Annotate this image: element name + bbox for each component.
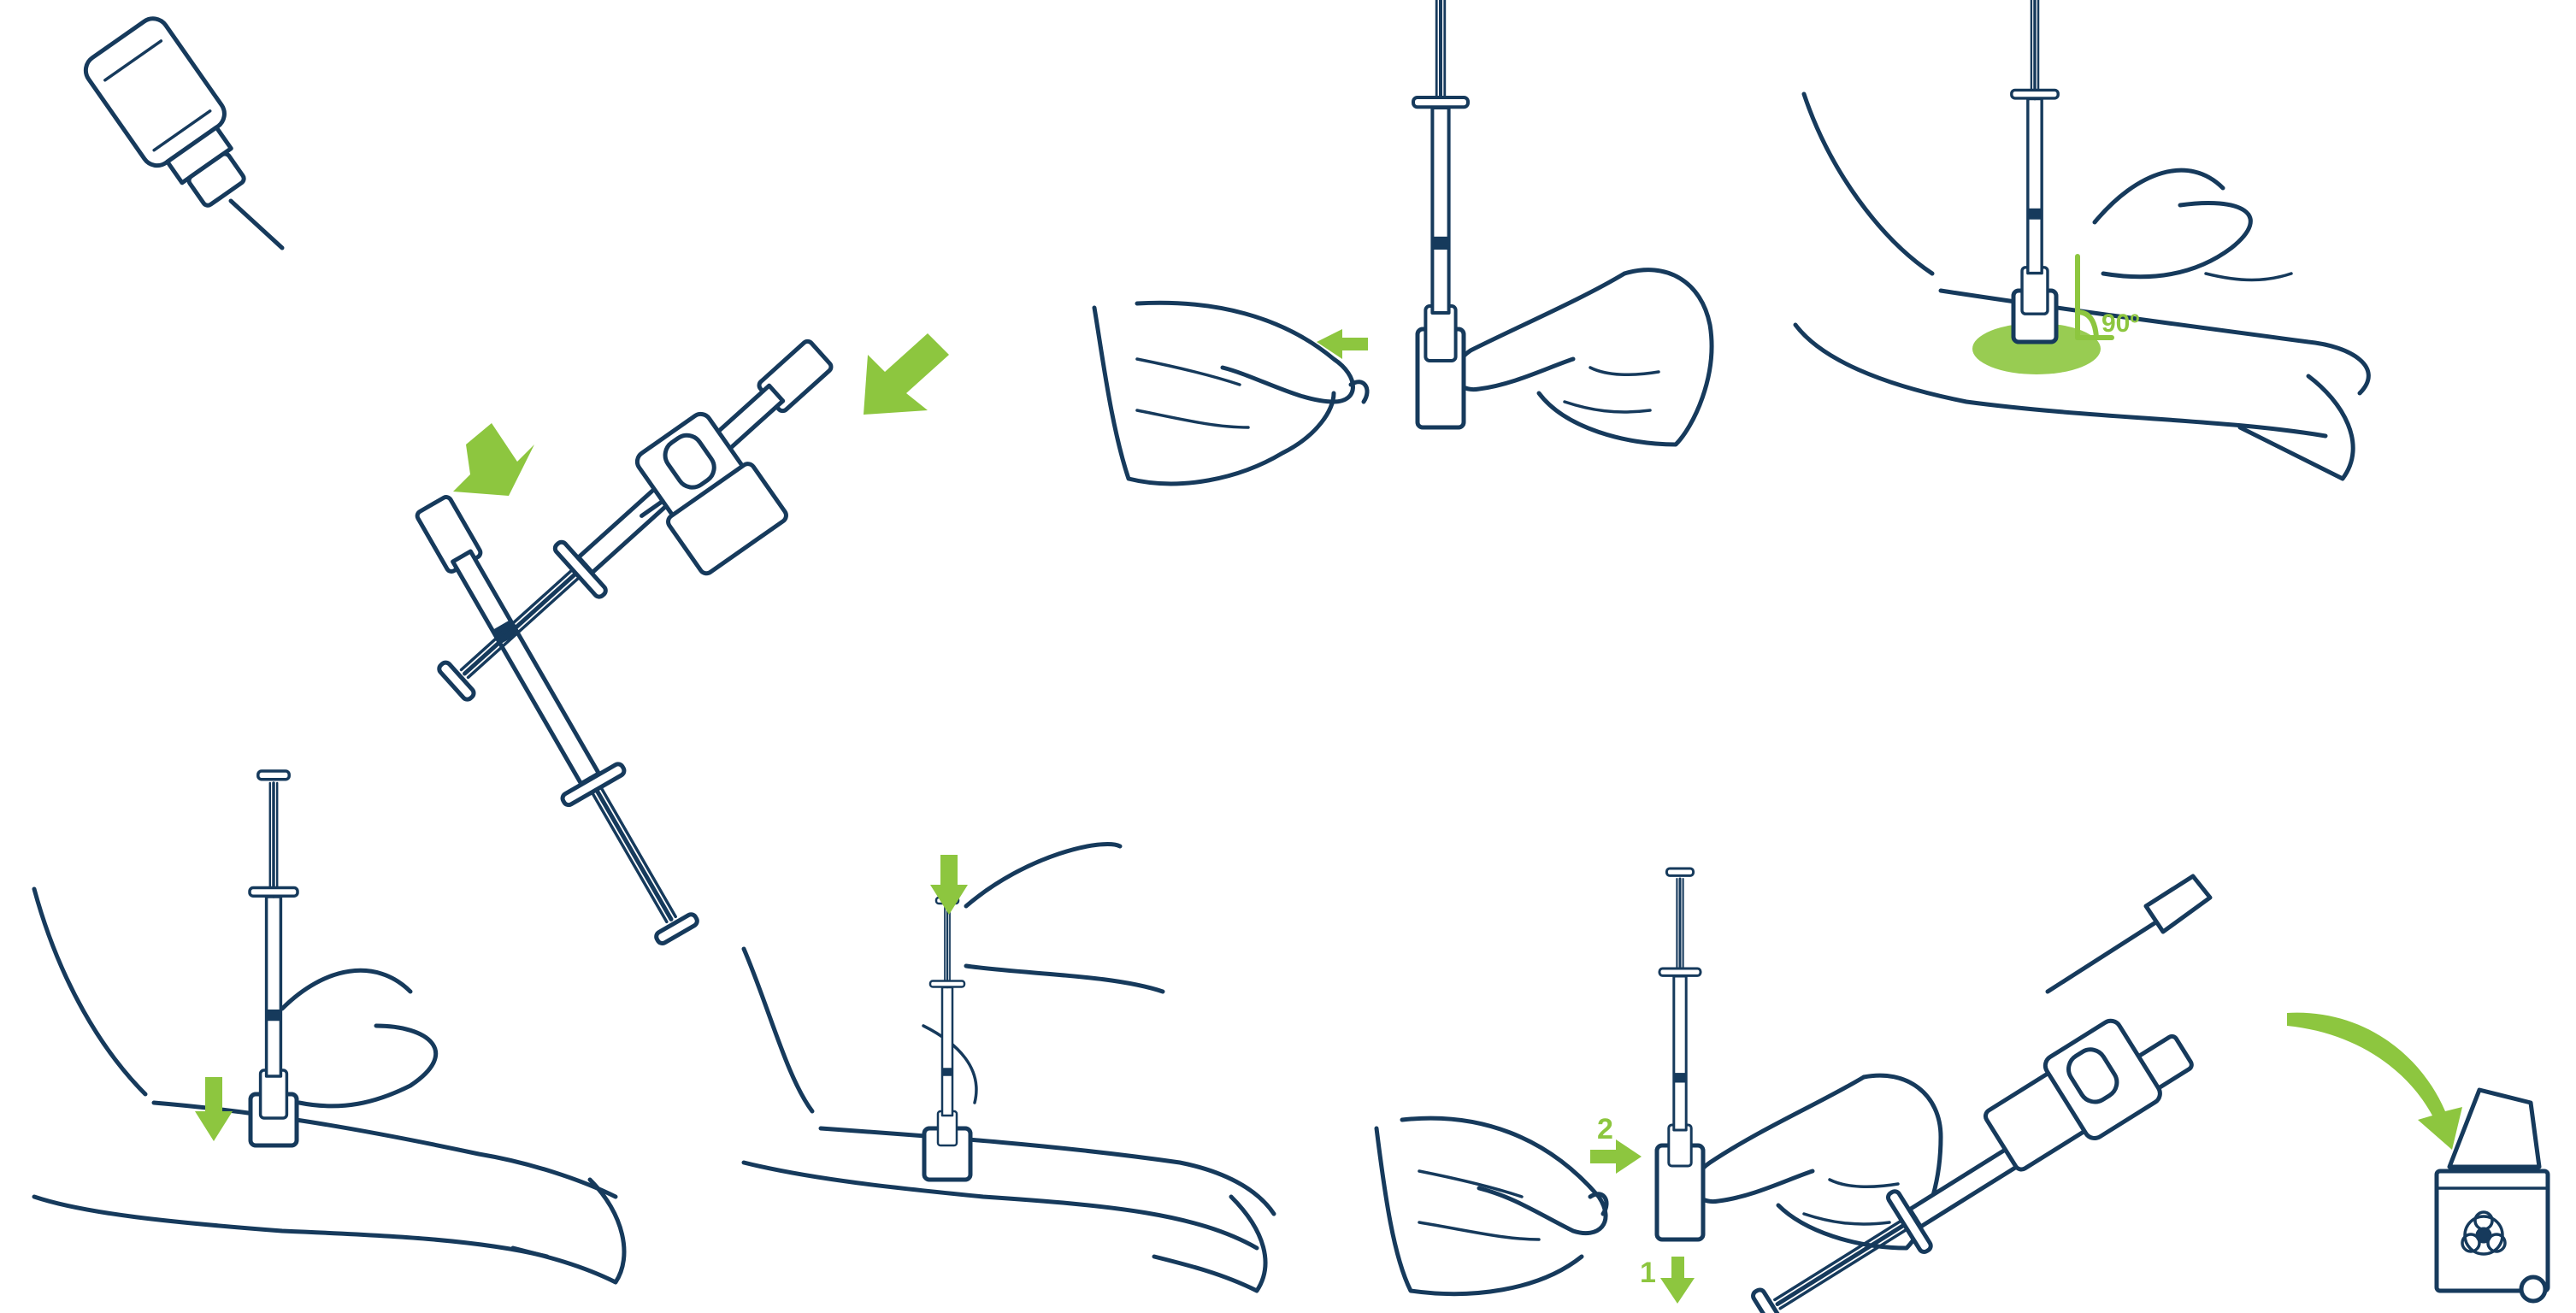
down-right-arrow-icon [453,423,534,496]
syringe-icon [1413,0,1468,430]
right-arrow-icon [1590,1139,1642,1174]
step-2 [429,328,949,711]
needle-icon [228,198,285,250]
syringe-icon [248,769,299,1148]
angle-label: 90º [2101,309,2139,338]
forearm-icon [741,842,1276,1293]
injection-site-icon [1972,323,2101,374]
syringe-icon [402,487,709,951]
step-7: 2 1 [1374,867,1943,1304]
left-arrow-icon [1317,329,1368,359]
hands-icon [1092,268,1714,486]
order-label-2: 2 [1597,1113,1613,1145]
forearm-icon [1793,91,2371,481]
order-label-1: 1 [1640,1257,1656,1289]
biohazard-bin-icon [2434,1087,2550,1304]
curved-arrow-icon [2287,1012,2462,1150]
vial-adapter-icon [1983,1018,2162,1172]
step-6 [741,842,1276,1293]
step-5 [32,769,627,1285]
down-left-arrow-icon [864,333,949,415]
vial-adapter-icon [634,411,788,576]
syringe-icon [1654,867,1706,1242]
cap-icon [1588,1192,1609,1216]
step-1 [83,16,709,951]
syringe-icon [922,896,973,1182]
step-4: 90º [1793,0,2371,481]
step-8 [1745,874,2550,1313]
vial-icon [83,16,246,208]
down-arrow-icon [195,1077,233,1141]
forearm-icon [32,886,627,1285]
needle-icon [2045,874,2213,994]
syringe-icon [2010,0,2060,344]
plunger-press-arrow-icon [930,855,968,915]
angle-icon [2075,254,2114,340]
step-3 [1092,0,1714,486]
cap-icon [1348,380,1370,404]
down-arrow-icon [1660,1257,1695,1304]
